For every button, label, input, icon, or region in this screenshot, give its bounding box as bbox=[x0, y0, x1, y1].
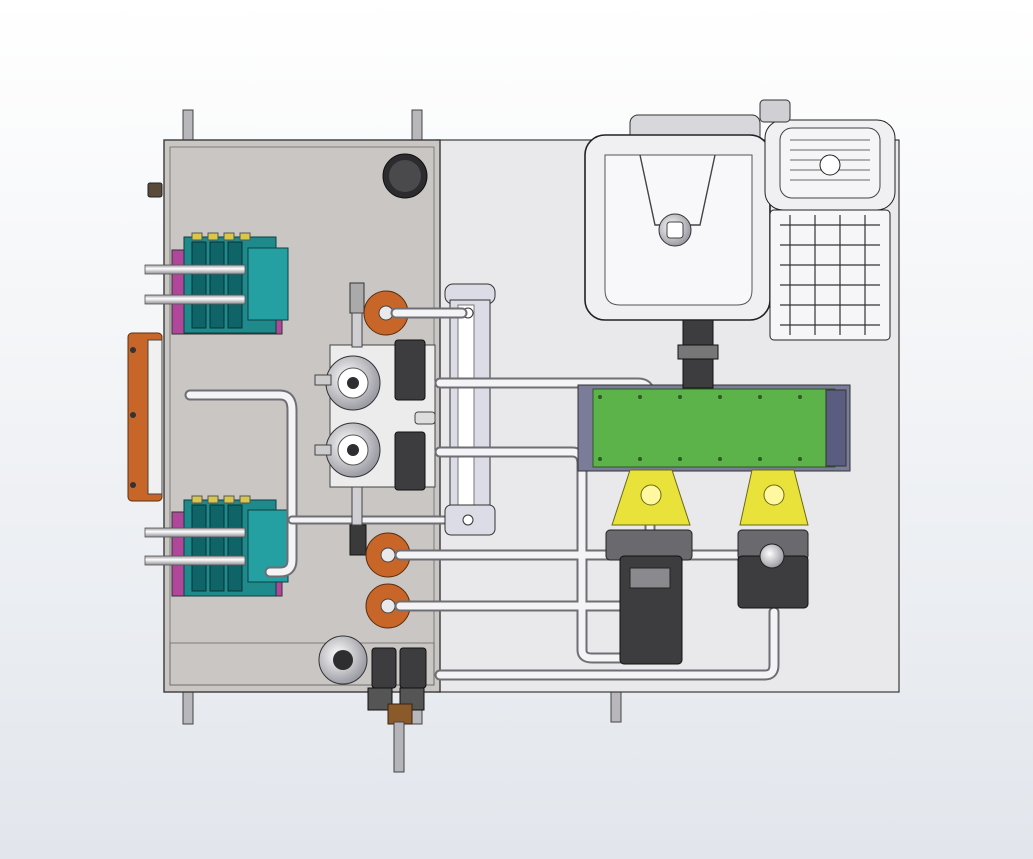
engine bbox=[584, 99, 896, 341]
orange-flanges bbox=[363, 290, 411, 629]
tank-filler-cap bbox=[382, 153, 428, 199]
suction-filter-assembly bbox=[318, 635, 427, 773]
return-filter-tube bbox=[444, 283, 496, 536]
return-pipe-left bbox=[184, 389, 475, 578]
breather-plug bbox=[147, 182, 163, 198]
pressure-gauge-top bbox=[349, 282, 365, 348]
engine-pump-coupling bbox=[677, 317, 719, 389]
pressure-gauge-bottom bbox=[349, 486, 367, 556]
pump-bell-housing-left bbox=[611, 469, 691, 526]
oil-cooler bbox=[577, 384, 851, 472]
valve-port-pipes bbox=[144, 264, 246, 566]
directional-valve-stack-top bbox=[171, 232, 289, 335]
valve-manifold-block bbox=[314, 339, 436, 491]
directional-valve-stack-bottom bbox=[171, 495, 289, 597]
hydraulic-pump-left bbox=[605, 529, 693, 665]
side-flange bbox=[127, 332, 163, 502]
pump-bell-housing-right bbox=[739, 469, 809, 526]
hydraulic-pump-right bbox=[737, 529, 809, 609]
